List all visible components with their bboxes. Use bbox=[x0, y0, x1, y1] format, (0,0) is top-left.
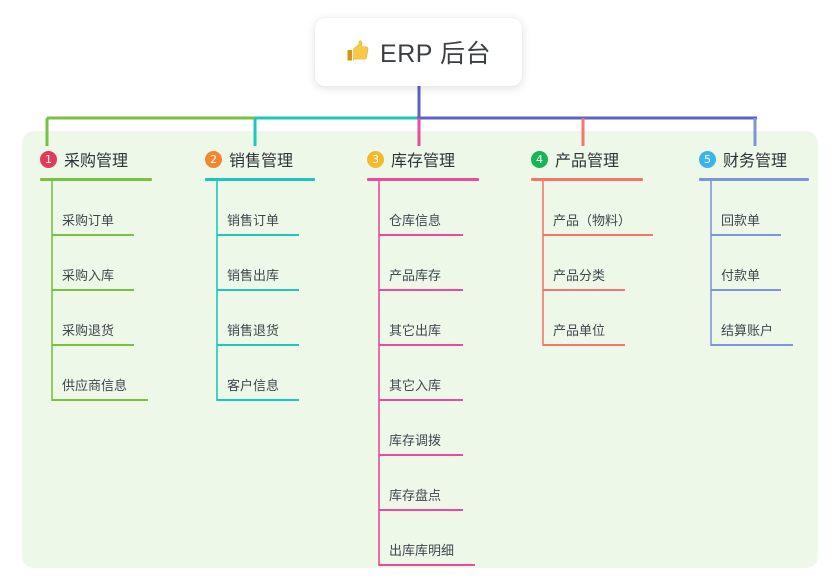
branch-number-badge: 5 bbox=[699, 150, 716, 168]
branches-panel bbox=[22, 131, 818, 568]
branch-item[interactable]: 产品分类 bbox=[531, 236, 643, 291]
branch-header-4[interactable]: 4 产品管理 bbox=[531, 146, 643, 172]
branch-column: 2 销售管理销售订单销售出库销售退货客户信息 bbox=[205, 146, 315, 401]
thumbs-up-icon bbox=[347, 40, 369, 61]
branch-item-rule bbox=[543, 234, 653, 236]
branch-item-rule bbox=[217, 344, 299, 346]
branch-item-label: 客户信息 bbox=[227, 378, 280, 393]
root-title: ERP 后台 bbox=[380, 40, 491, 68]
branch-item[interactable]: 产品库存 bbox=[367, 236, 479, 291]
branch-item-rule bbox=[379, 564, 475, 566]
branch-item-label: 出库库明细 bbox=[389, 543, 455, 558]
branch-item[interactable]: 出库库明细 bbox=[367, 511, 479, 566]
branch-item-rule bbox=[217, 289, 299, 291]
branch-column: 5 财务管理回款单付款单结算账户 bbox=[699, 146, 809, 346]
branch-item[interactable]: 采购订单 bbox=[40, 181, 152, 236]
branch-item-label: 销售退货 bbox=[227, 323, 280, 338]
branch-header-5[interactable]: 5 财务管理 bbox=[699, 146, 809, 172]
branch-item[interactable]: 回款单 bbox=[699, 181, 809, 236]
branch-item[interactable]: 其它出库 bbox=[367, 291, 479, 346]
branch-header-2[interactable]: 2 销售管理 bbox=[205, 146, 315, 172]
branch-header-label: 产品管理 bbox=[555, 153, 620, 170]
branch-item-rule bbox=[217, 399, 299, 401]
branch-item[interactable]: 产品（物料） bbox=[531, 181, 653, 236]
branch-item-rule bbox=[711, 289, 781, 291]
branch-header-label: 财务管理 bbox=[723, 153, 788, 170]
branch-header-label: 销售管理 bbox=[229, 153, 294, 170]
branch-number-badge: 1 bbox=[40, 150, 57, 168]
branch-item[interactable]: 销售出库 bbox=[205, 236, 315, 291]
root-node[interactable]: ERP 后台 bbox=[315, 18, 522, 86]
branch-item-rule bbox=[52, 344, 134, 346]
branch-item-label: 付款单 bbox=[721, 268, 761, 283]
branch-item-label: 回款单 bbox=[721, 213, 761, 228]
branch-item-label: 产品（物料） bbox=[553, 213, 632, 228]
branch-item-rule bbox=[379, 289, 463, 291]
branch-item-label: 销售出库 bbox=[227, 268, 280, 283]
branch-item-rule bbox=[217, 234, 299, 236]
branch-item-label: 仓库信息 bbox=[389, 213, 442, 228]
branch-item-label: 供应商信息 bbox=[62, 378, 128, 393]
branch-item-label: 采购退货 bbox=[62, 323, 115, 338]
branch-column: 3 库存管理仓库信息产品库存其它出库其它入库库存调拨库存盘点出库库明细 bbox=[367, 146, 479, 566]
branch-header-3[interactable]: 3 库存管理 bbox=[367, 146, 479, 172]
branch-item[interactable]: 仓库信息 bbox=[367, 181, 479, 236]
branch-item[interactable]: 其它入库 bbox=[367, 346, 479, 401]
branch-item-rule bbox=[379, 399, 463, 401]
branch-header-rule bbox=[40, 178, 152, 181]
branch-header-1[interactable]: 1 采购管理 bbox=[40, 146, 152, 172]
branch-number-badge: 3 bbox=[367, 150, 384, 168]
branch-item-label: 产品库存 bbox=[389, 268, 442, 283]
branch-column: 1 采购管理采购订单采购入库采购退货供应商信息 bbox=[40, 146, 152, 401]
branch-item-rule bbox=[543, 289, 625, 291]
branch-item[interactable]: 采购入库 bbox=[40, 236, 152, 291]
branch-item-label: 其它入库 bbox=[389, 378, 442, 393]
branch-number-badge: 2 bbox=[205, 150, 222, 168]
branch-item-label: 采购订单 bbox=[62, 213, 115, 228]
branch-header-rule bbox=[205, 178, 315, 181]
branch-item-rule bbox=[379, 344, 463, 346]
branch-item-rule bbox=[543, 344, 625, 346]
branch-item-rule bbox=[52, 399, 148, 401]
branch-item[interactable]: 销售订单 bbox=[205, 181, 315, 236]
branch-item-rule bbox=[711, 234, 781, 236]
branch-item[interactable]: 产品单位 bbox=[531, 291, 643, 346]
branch-item[interactable]: 库存调拨 bbox=[367, 401, 479, 456]
branch-item-label: 销售订单 bbox=[227, 213, 280, 228]
branch-item[interactable]: 库存盘点 bbox=[367, 456, 479, 511]
branch-item-label: 产品分类 bbox=[553, 268, 606, 283]
branch-item[interactable]: 结算账户 bbox=[699, 291, 809, 346]
branch-item-rule bbox=[52, 289, 134, 291]
branch-item-label: 其它出库 bbox=[389, 323, 442, 338]
branch-header-rule bbox=[531, 178, 643, 181]
branch-item[interactable]: 销售退货 bbox=[205, 291, 315, 346]
branch-item-label: 产品单位 bbox=[553, 323, 606, 338]
branch-item-rule bbox=[379, 234, 463, 236]
branch-item-label: 库存调拨 bbox=[389, 433, 442, 448]
branch-column: 4 产品管理产品（物料） 产品分类产品单位 bbox=[531, 146, 653, 346]
branch-item[interactable]: 供应商信息 bbox=[40, 346, 152, 401]
branch-header-label: 库存管理 bbox=[391, 153, 456, 170]
branch-item-label: 采购入库 bbox=[62, 268, 115, 283]
branch-item[interactable]: 采购退货 bbox=[40, 291, 152, 346]
branch-item-rule bbox=[711, 344, 793, 346]
branch-item[interactable]: 付款单 bbox=[699, 236, 809, 291]
branch-item-rule bbox=[52, 234, 134, 236]
branch-item-label: 库存盘点 bbox=[389, 488, 442, 503]
branch-header-rule bbox=[367, 178, 479, 181]
branch-item-rule bbox=[379, 509, 463, 511]
branch-header-rule bbox=[699, 178, 809, 181]
branch-item-rule bbox=[379, 454, 463, 456]
branch-item[interactable]: 客户信息 bbox=[205, 346, 315, 401]
branch-header-label: 采购管理 bbox=[64, 153, 129, 170]
branch-number-badge: 4 bbox=[531, 150, 548, 168]
branch-item-label: 结算账户 bbox=[721, 323, 774, 338]
